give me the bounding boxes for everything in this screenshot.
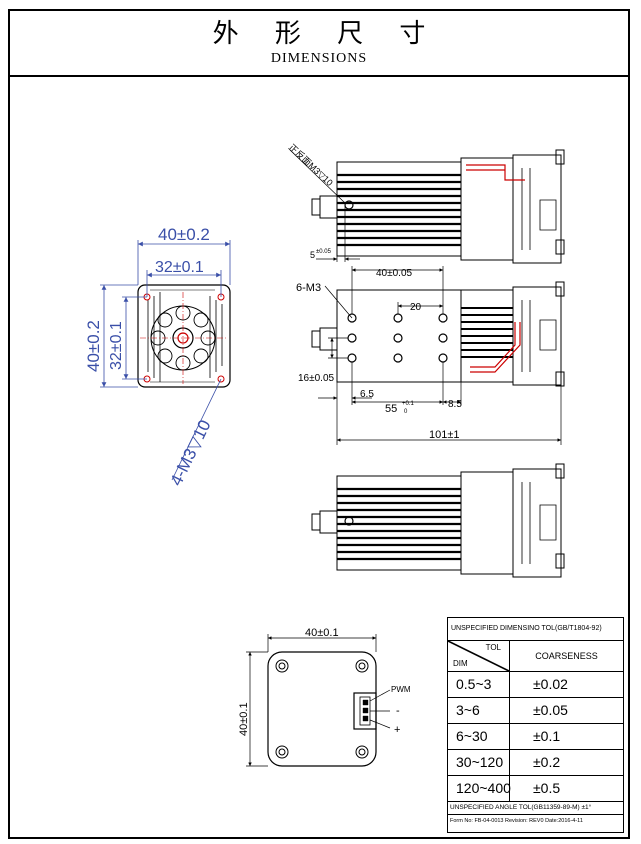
tolerance-header-tol: TOL (485, 643, 501, 652)
tolerance-header-dim: DIM (453, 659, 468, 668)
tolerance-value: ±0.5 (533, 780, 561, 796)
front-height-outer: 40±0.2 (84, 320, 103, 372)
tolerance-table-header: TOL DIM COARSENESS (448, 641, 623, 672)
back-pin-minus: - (396, 705, 400, 717)
tolerance-header-coarseness: COARSENESS (535, 651, 598, 661)
side-view-bottom (311, 463, 565, 578)
back-width: 40±0.1 (305, 627, 339, 639)
front-view-body (137, 284, 231, 388)
back-pin-pwm: PWM (391, 685, 411, 694)
tolerance-value: ±0.2 (533, 754, 561, 770)
side-mid-dim-55-tol-top: +0.1 (402, 401, 415, 407)
table-row: 6~30 ±0.1 (448, 724, 623, 750)
tolerance-table: UNSPECIFIED DIMENSINO TOL(GB/T1804-92) T… (447, 617, 624, 833)
title-chinese: 外 形 尺 寸 (212, 19, 440, 49)
tolerance-value: ±0.02 (533, 676, 568, 692)
front-width-outer: 40±0.2 (158, 225, 210, 244)
side-top-offset: 5 (310, 250, 315, 260)
front-view: 40±0.2 32±0.1 40±0.2 32±0.1 4-M3▽10 (84, 225, 231, 489)
tolerance-value: ±0.05 (533, 702, 568, 718)
side-mid-spacing-20: 20 (410, 302, 422, 313)
side-mid-dim-55-tol-bottom: 0 (404, 409, 408, 415)
side-mid-dim-55: 55 (385, 403, 397, 415)
tolerance-range: 0.5~3 (448, 672, 510, 697)
table-row: 30~120 ±0.2 (448, 750, 623, 776)
back-view-body (267, 651, 377, 767)
side-mid-offset-8-5: 8.5 (448, 399, 462, 410)
side-mid-offset-6-5: 6.5 (360, 389, 374, 400)
drawing-frame: 外 形 尺 寸 DIMENSIONS (8, 9, 630, 839)
back-pin-plus: + (394, 724, 400, 736)
front-width-inner: 32±0.1 (155, 259, 204, 276)
tolerance-angle-note: UNSPECIFIED ANGLE TOL(GB11359-89-M) ±1° (448, 802, 623, 815)
tolerance-range: 3~6 (448, 698, 510, 723)
title-block: 外 形 尺 寸 DIMENSIONS (10, 11, 628, 77)
title-english: DIMENSIONS (270, 51, 368, 66)
front-holes-label: 4-M3▽10 (167, 417, 215, 489)
tolerance-range: 120~400 (448, 776, 511, 801)
table-row: 120~400 ±0.5 (448, 776, 623, 802)
side-mid-spacing-40: 40±0.05 (376, 268, 413, 279)
tolerance-form-info: Form No: FB-04-0013 Revision: REV0 Date:… (450, 818, 583, 824)
tolerance-range: 30~120 (448, 750, 510, 775)
side-mid-body (311, 281, 565, 387)
table-row: 3~6 ±0.05 (448, 698, 623, 724)
side-mid-dim-lines (318, 266, 562, 445)
side-mid-length: 101±1 (429, 429, 460, 441)
tolerance-header-corner: TOL DIM (448, 641, 510, 671)
tolerance-range: 6~30 (448, 724, 510, 749)
side-mid-holes: 6-M3 (296, 282, 321, 294)
side-top-body (311, 149, 565, 264)
side-top-note: 正反面M3▽10 (287, 142, 335, 188)
side-view-top: 正反面M3▽10 5 ±0.05 (287, 142, 565, 264)
tolerance-value: ±0.1 (533, 728, 561, 744)
tolerance-table-caption: UNSPECIFIED DIMENSINO TOL(GB/T1804-92) (448, 618, 623, 641)
back-view: 40±0.1 40±0.1 PWM - + (238, 627, 411, 767)
back-height: 40±0.1 (238, 702, 250, 736)
front-dim-lines (100, 240, 231, 481)
front-height-inner: 32±0.1 (108, 321, 125, 370)
side-top-offset-tol: ±0.05 (316, 249, 332, 255)
table-row: 0.5~3 ±0.02 (448, 672, 623, 698)
side-view-middle: 6-M3 40±0.05 20 16±0.05 6.5 55 +0.1 0 8.… (296, 266, 565, 445)
side-mid-spacing-16: 16±0.05 (298, 373, 335, 384)
